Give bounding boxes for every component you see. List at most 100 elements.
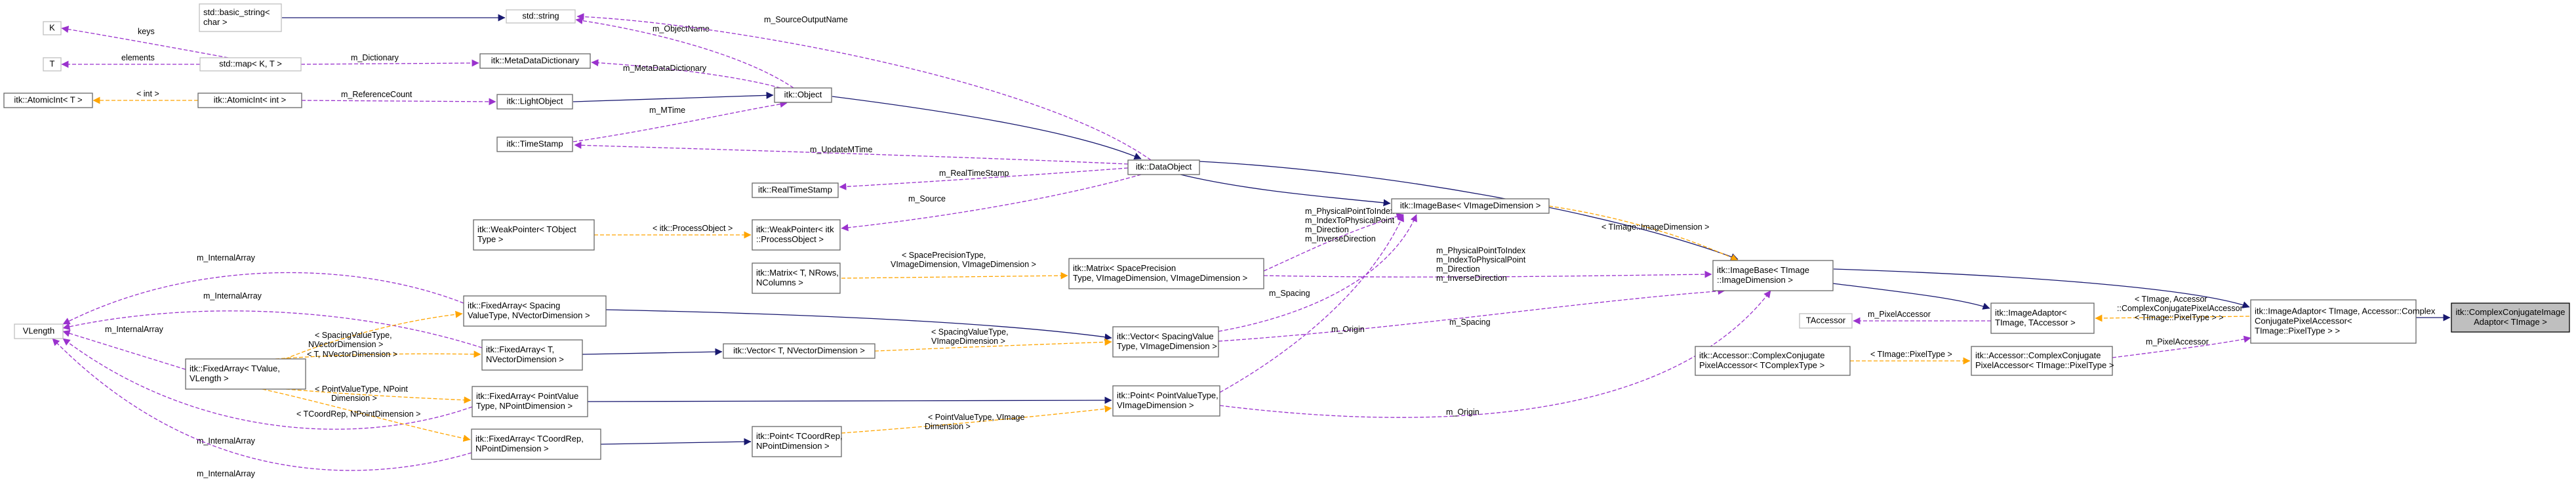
usage-arrow <box>62 338 473 430</box>
edge-e-vsv-ibv: m_Spacing <box>1218 214 1417 332</box>
class-node-fixedarray-tn[interactable]: itk::FixedArray< T,NVectorDimension > <box>481 339 583 371</box>
node-box <box>199 3 282 32</box>
node-box <box>197 93 302 108</box>
class-node-point-pv[interactable]: itk::Point< PointValueType,VImageDimensi… <box>1112 385 1220 417</box>
class-node-point-tc[interactable]: itk::Point< TCoordRep,NPointDimension > <box>752 426 843 457</box>
node-label: itk::FixedArray< TValue, <box>190 364 280 373</box>
class-node-accessor-ti[interactable]: itk::Accessor::ComplexConjugatePixelAcce… <box>1971 346 2114 376</box>
node-label: itk::FixedArray< T, <box>486 344 554 354</box>
edge-label: elements <box>121 53 155 62</box>
node-box <box>472 386 588 417</box>
class-node-matrix-sp[interactable]: itk::Matrix< SpacePrecisionType, VImageD… <box>1068 258 1264 289</box>
edge-label: m_PhysicalPointToIndex <box>1305 207 1395 216</box>
class-node-object[interactable]: itk::Object <box>774 87 832 103</box>
node-box <box>1068 258 1264 289</box>
usage-arrow <box>1263 213 1404 272</box>
edge-label: < SpacingValueType, <box>931 327 1009 337</box>
node-box <box>481 339 583 371</box>
node-label: std::string <box>522 11 559 21</box>
class-node-taccessor: TAccessor <box>1799 313 1853 329</box>
edge-label: < PointValueType, VImage <box>928 413 1024 422</box>
usage-arrow <box>61 26 229 58</box>
node-box <box>496 94 573 110</box>
class-node-timestamp[interactable]: itk::TimeStamp <box>496 136 573 152</box>
edge-label: Dimension > <box>925 422 971 431</box>
node-box <box>473 219 595 251</box>
class-node-dataobject[interactable]: itk::DataObject <box>1127 159 1200 175</box>
edge-label: < T, NVectorDimension > <box>307 350 397 359</box>
edge-label: VImageDimension, VImageDimension > <box>891 260 1036 269</box>
class-node-imagebase-v[interactable]: itk::ImageBase< VImageDimension > <box>1391 198 1550 214</box>
class-node-fixedarray-tc[interactable]: itk::FixedArray< TCoordRep,NPointDimensi… <box>471 428 601 460</box>
node-label: itk::RealTimeStamp <box>758 185 832 195</box>
node-box <box>471 428 601 460</box>
usage-arrow <box>1219 290 1771 418</box>
node-label: ValueType, NVectorDimension > <box>468 310 590 320</box>
edge-e-mdd-obj: m_MetaDataDictionary <box>591 59 781 89</box>
class-node-fixedarray-sv[interactable]: itk::FixedArray< SpacingValueType, NVect… <box>463 295 607 327</box>
node-label: VLength <box>23 326 54 336</box>
node-box <box>2250 299 2417 344</box>
class-node-k: K <box>43 21 62 35</box>
edge-label: m_Dictionary <box>351 53 399 62</box>
node-box <box>723 343 875 359</box>
class-node-atomicint-int[interactable]: itk::AtomicInt< int > <box>197 93 302 108</box>
class-node-fixedarray-tv[interactable]: itk::FixedArray< TValue,VLength > <box>185 358 306 390</box>
edge-label: NVectorDimension > <box>308 340 383 349</box>
edge-label: m_InternalArray <box>105 325 164 334</box>
node-box <box>1112 385 1220 417</box>
edge-e-do-ibv <box>1180 174 1391 207</box>
node-label: TAccessor <box>1806 316 1846 325</box>
class-node-lightobject[interactable]: itk::LightObject <box>496 94 573 110</box>
edge-e-str-do: m_SourceOutputName <box>576 12 1152 161</box>
edge-label: m_Direction <box>1305 225 1349 234</box>
node-label: itk::ComplexConjugateImage <box>2456 307 2566 317</box>
class-node-atomicint-t[interactable]: itk::AtomicInt< T > <box>3 93 93 108</box>
edge-label: VImageDimension > <box>931 337 1005 346</box>
node-label: ::ProcessObject > <box>756 234 824 244</box>
edge-label: < PointValueType, NPoint <box>315 385 408 394</box>
edge-e-rts-do: m_RealTimeStamp <box>839 167 1129 190</box>
inheritance-arrow <box>605 309 1112 341</box>
node-label: T <box>50 59 55 69</box>
node-box <box>774 87 832 103</box>
node-label: itk::ImageBase< TImage <box>1717 265 1809 275</box>
class-node-vector-sv[interactable]: itk::Vector< SpacingValueType, VImageDim… <box>1112 326 1219 358</box>
edge-e-wp-do: m_Source <box>841 174 1142 232</box>
template-arrow <box>874 338 1112 352</box>
class-node-imageadaptor-c[interactable]: itk::ImageAdaptor< TImage, Accessor::Com… <box>2250 299 2436 344</box>
node-label: itk::FixedArray< Spacing <box>468 301 560 310</box>
class-node-matrix-t[interactable]: itk::Matrix< T, NRows,NColumns > <box>752 262 841 294</box>
class-node-imagebase-t[interactable]: itk::ImageBase< TImage::ImageDimension > <box>1712 260 1834 291</box>
node-box <box>1112 326 1219 358</box>
class-node-weakpointer-po[interactable]: itk::WeakPointer< itk::ProcessObject > <box>752 219 841 251</box>
class-node-accessor-tc[interactable]: itk::Accessor::ComplexConjugatePixelAcce… <box>1695 346 1851 376</box>
edge-e-ftv-ftc: < TCoordRep, NPointDimension > <box>262 388 471 442</box>
edge-e-actc-acti: < TImage::PixelType > <box>1850 350 1971 365</box>
edge-label: < SpacingValueType, <box>315 331 392 340</box>
node-label: PixelAccessor< TImage::PixelType > <box>1975 360 2114 370</box>
inheritance-arrow <box>832 96 1142 160</box>
class-node-metadatadictionary[interactable]: itk::MetaDataDictionary <box>479 53 591 69</box>
class-node-realtimestamp[interactable]: itk::RealTimeStamp <box>752 182 839 198</box>
inheritance-arrow <box>600 438 752 446</box>
edge-label: < TImage::ImageDimension > <box>1601 222 1709 232</box>
edge-label: keys <box>138 27 155 36</box>
usage-arrow <box>1218 214 1417 332</box>
usage-arrow <box>62 310 483 348</box>
edge-e-msp-ibt: m_PhysicalPointToIndexm_IndexToPhysicalP… <box>1263 246 1712 283</box>
class-node-imageadaptor-ta[interactable]: itk::ImageAdaptor<TImage, TAccessor > <box>1990 302 2095 334</box>
edge-e-vsv-ibt: m_Spacing <box>1218 287 1725 342</box>
class-node-fixedarray-pv[interactable]: itk::FixedArray< PointValueType, NPointD… <box>472 386 588 417</box>
template-arrow <box>841 272 1068 280</box>
class-node-vector-tn[interactable]: itk::Vector< T, NVectorDimension > <box>723 343 875 359</box>
node-label: itk::Accessor::ComplexConjugate <box>1975 350 2101 360</box>
edge-e-ibv-ibt: < TImage::ImageDimension > <box>1548 205 1739 261</box>
node-label: itk::MetaDataDictionary <box>491 56 580 66</box>
node-label: itk::Object <box>784 90 822 100</box>
edge-e-ta-iata: m_PixelAccessor <box>1853 310 1991 325</box>
edge-label: m_Spacing <box>1449 318 1491 327</box>
node-box <box>752 219 841 251</box>
